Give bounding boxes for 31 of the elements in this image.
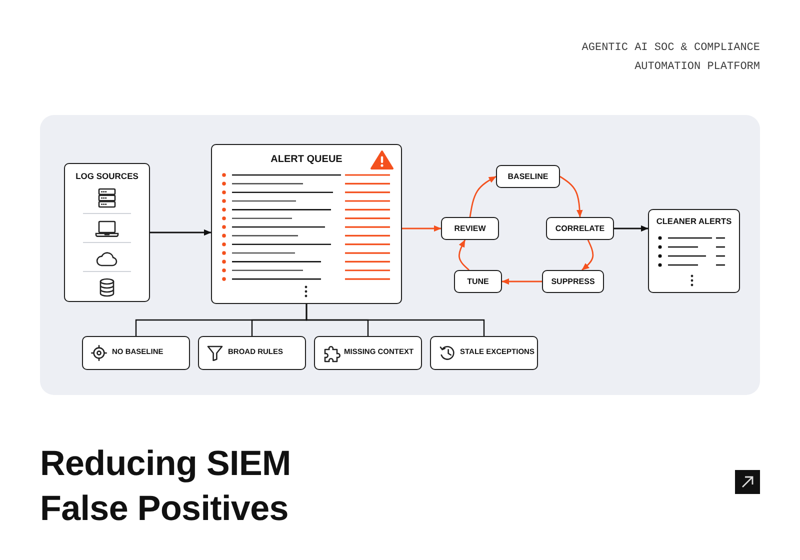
cause-box [314, 336, 422, 370]
step-label: SUPPRESS [551, 276, 595, 286]
step-box [542, 270, 604, 293]
arrow [150, 229, 212, 236]
cause-box [198, 336, 306, 370]
arrow [458, 240, 470, 271]
output-panel [648, 209, 740, 293]
arrow [614, 225, 648, 232]
page-title: Reducing SIEM False Positives [40, 443, 292, 530]
step-box [496, 165, 560, 188]
arrow [402, 225, 442, 232]
cause-box [430, 336, 538, 370]
node-title: ALERT QUEUE [270, 154, 342, 166]
arrow [582, 240, 594, 271]
arrow [502, 278, 542, 285]
cause-box [82, 336, 190, 370]
sources-panel [64, 163, 150, 302]
alert-queue-panel [211, 144, 402, 304]
node-title: CLEANER ALERTS [656, 217, 732, 227]
tagline: AGENTIC AI SOC & COMPLIANCE AUTOMATION PLATFORM [580, 41, 760, 75]
node-title: LOG SOURCES [76, 172, 138, 182]
step-label: CORRELATE [555, 224, 605, 234]
step-box [454, 270, 502, 293]
step-label: REVIEW [454, 224, 486, 234]
arrow [469, 176, 496, 218]
step-label: BASELINE [508, 172, 548, 182]
connector-line [306, 304, 485, 336]
step-box [441, 217, 499, 240]
arrow [560, 176, 583, 218]
step-label: TUNE [467, 276, 489, 286]
step-box [546, 217, 614, 240]
